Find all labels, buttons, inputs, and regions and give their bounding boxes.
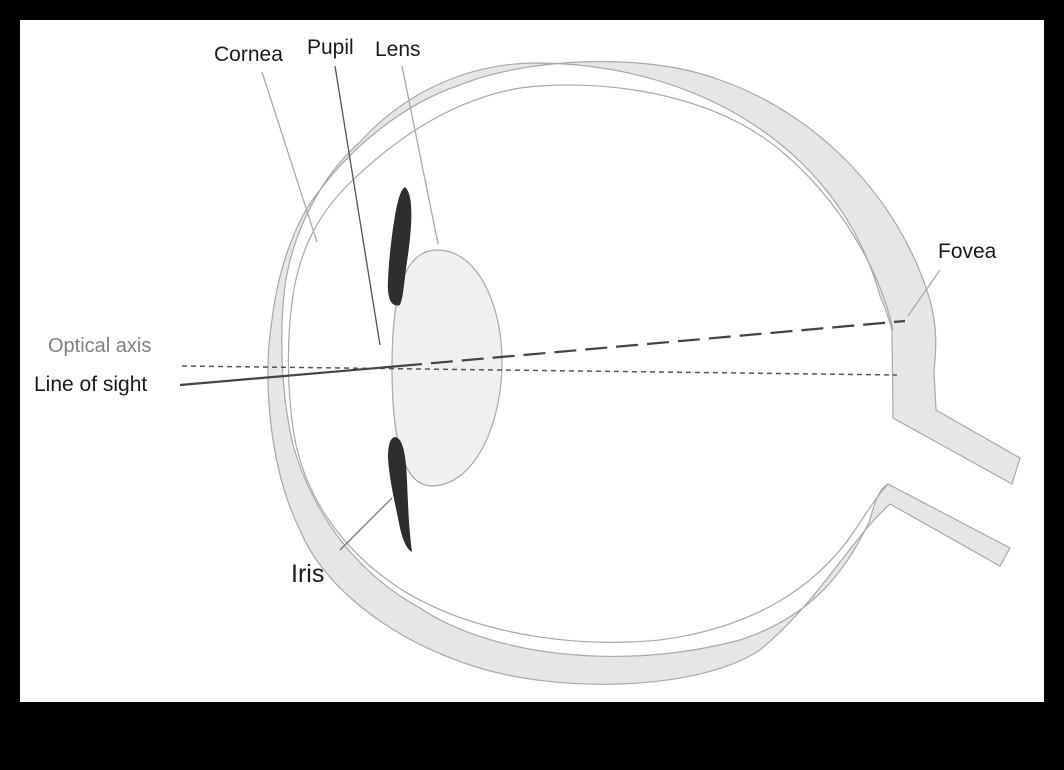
iris-upper [387,187,412,306]
inner-wall-outline [287,84,894,643]
iris-label: Iris [291,560,325,588]
pupil-label: Pupil [307,36,354,59]
line-of-sight-label: Line of sight [34,373,148,396]
lens [391,249,503,487]
line-of-sight-dashed [399,319,906,368]
pupil-leader-line [334,65,381,346]
cornea-label: Cornea [214,43,283,66]
diagram-background [20,20,1044,702]
optical-axis-line [181,365,898,376]
lens-label: Lens [375,38,421,61]
iris-leader-line [339,497,393,551]
line-of-sight-solid [179,364,401,387]
fovea-label: Fovea [938,240,997,263]
cornea-leader-line [261,71,318,243]
eye-wall [267,60,1021,685]
fovea-leader-line [907,269,941,317]
lens-leader-line [401,65,439,245]
iris-lower [388,437,412,552]
optical-axis-label: Optical axis [48,335,152,357]
